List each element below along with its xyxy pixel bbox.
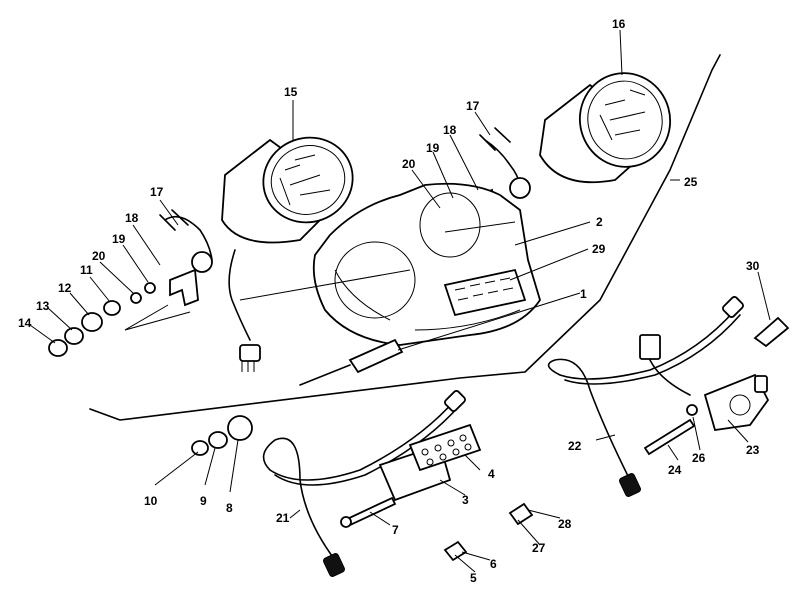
callout-1: 1 <box>580 287 587 301</box>
right-gauge-16 <box>539 72 672 184</box>
cable-22-end <box>619 473 641 497</box>
callout-5: 5 <box>470 571 477 585</box>
callout-15: 15 <box>284 85 298 99</box>
ignition-switch-23 <box>639 334 770 432</box>
callout-30: 30 <box>746 259 760 273</box>
bulb-holder-4 <box>408 423 482 472</box>
callout-8: 8 <box>226 501 233 515</box>
callout-22: 22 <box>568 439 582 453</box>
callout-9: 9 <box>200 494 207 508</box>
washer-11 <box>103 300 121 316</box>
cable-21-top-end <box>444 390 466 412</box>
callout-2: 2 <box>596 215 603 229</box>
callout-7: 7 <box>392 523 399 537</box>
washer-9 <box>208 431 228 449</box>
connector-leader <box>299 364 351 386</box>
callout-17-left: 17 <box>150 185 164 199</box>
cable-22-top-end <box>722 296 744 318</box>
nut-14 <box>48 339 68 357</box>
callout-23: 23 <box>746 443 760 457</box>
bulb-socket-left-17 <box>159 209 213 273</box>
bulb-socket-right-17 <box>479 127 531 199</box>
cable-21-end <box>323 553 345 577</box>
callout-20-left: 20 <box>92 249 106 263</box>
callout-13: 13 <box>36 299 50 313</box>
bolt-30 <box>753 316 790 348</box>
callout-12: 12 <box>58 281 72 295</box>
screw-7-head <box>340 516 352 528</box>
washer-10 <box>191 440 209 456</box>
bolt-24 <box>643 418 696 456</box>
washer-13 <box>64 327 84 345</box>
callout-20-right: 20 <box>402 157 416 171</box>
housing-connector-1 <box>348 338 404 374</box>
callout-3: 3 <box>462 493 469 507</box>
grommet-8 <box>227 415 253 441</box>
callout-25: 25 <box>684 175 698 189</box>
callout-4: 4 <box>488 467 495 481</box>
left-gauge-15 <box>221 136 354 372</box>
bulb-holder-sockets <box>421 434 472 466</box>
callout-19-right: 19 <box>426 141 440 155</box>
callout-29: 29 <box>592 242 606 256</box>
cable-22 <box>547 309 736 481</box>
bulb-left-19 <box>144 282 156 294</box>
washer-26 <box>686 404 698 416</box>
callout-18-left: 18 <box>125 211 139 225</box>
bulb-27-28 <box>508 502 534 526</box>
bracket-left-18 <box>169 268 199 307</box>
callout-10: 10 <box>144 494 158 508</box>
bulb-5-6 <box>443 540 468 562</box>
assembly-boundary-line <box>89 54 721 421</box>
leader-lines <box>29 29 771 573</box>
callout-6: 6 <box>490 557 497 571</box>
callout-16: 16 <box>612 17 626 31</box>
instrument-housing-2 <box>312 182 541 346</box>
washer-left-20 <box>130 292 142 304</box>
nut-12 <box>81 312 103 332</box>
indicator-panel-29 <box>443 268 527 317</box>
callout-18-right: 18 <box>443 123 457 137</box>
callout-28: 28 <box>558 517 572 531</box>
callout-26: 26 <box>692 451 706 465</box>
callout-21: 21 <box>276 511 290 525</box>
callout-14: 14 <box>18 316 32 330</box>
callout-11: 11 <box>80 263 93 277</box>
callout-19-left: 19 <box>112 232 126 246</box>
callout-27: 27 <box>532 541 546 555</box>
callout-24: 24 <box>668 463 682 477</box>
callout-17-right: 17 <box>466 99 480 113</box>
cable-21 <box>262 399 456 561</box>
screw-7 <box>343 496 397 528</box>
